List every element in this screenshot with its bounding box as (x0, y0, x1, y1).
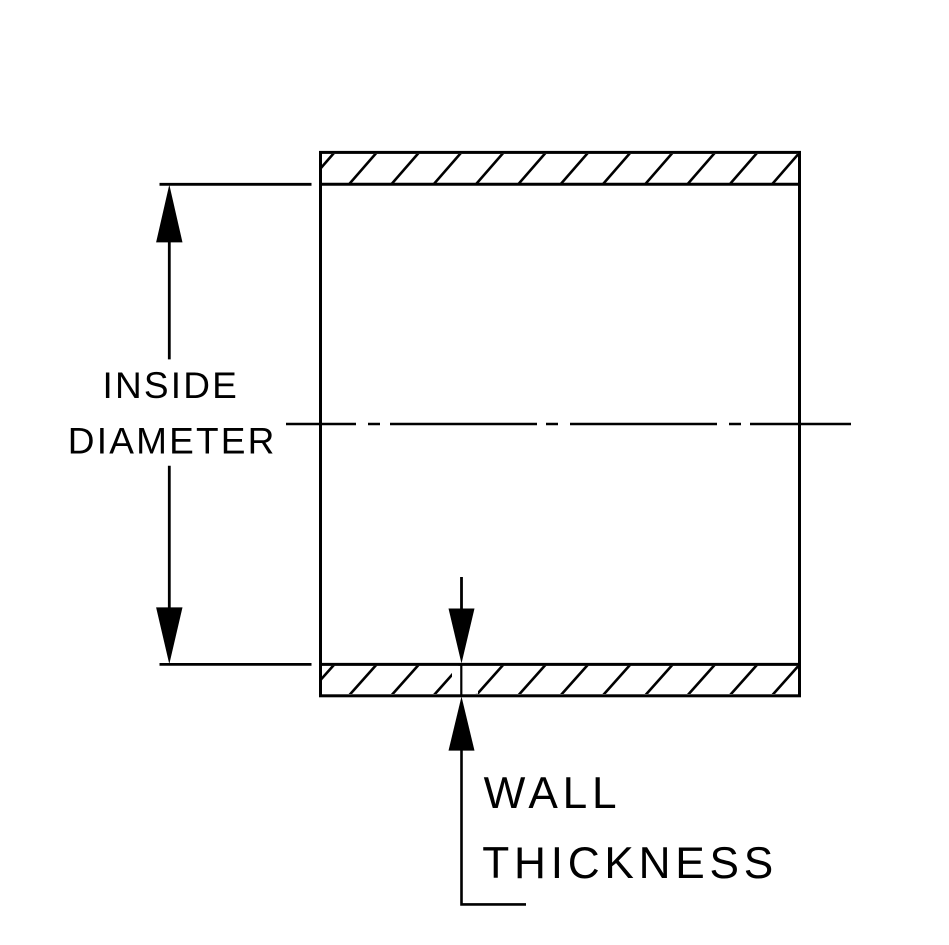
bottom-wall-hatch (322, 665, 798, 695)
inside-diameter-dimension (156, 182, 312, 666)
hatch-gap (452, 666, 478, 694)
inside-diameter-label-line1: INSIDE (103, 365, 240, 406)
arrowhead-up-icon (156, 184, 183, 243)
inside-diameter-label-line2: DIAMETER (68, 420, 277, 461)
wt-arrowhead-up-icon (448, 696, 475, 751)
wall-thickness-dimension (448, 577, 526, 906)
wall-thickness-label-line2: THICKNESS (482, 839, 778, 888)
wt-leader-line (460, 748, 526, 906)
wall-thickness-label-line1: WALL (484, 769, 622, 818)
top-wall-hatch (322, 154, 798, 184)
wt-arrowhead-down-icon (448, 608, 475, 664)
arrowhead-down-icon (156, 607, 183, 665)
